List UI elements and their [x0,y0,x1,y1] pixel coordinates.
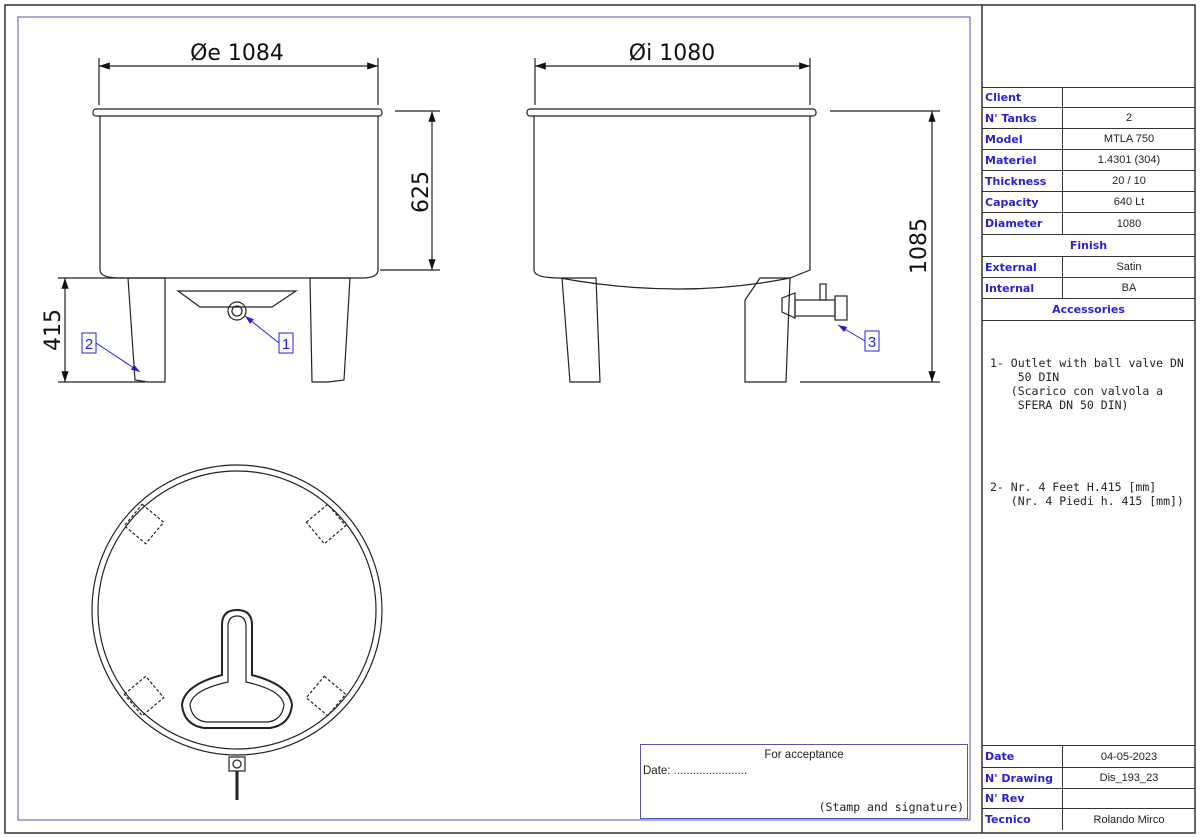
front-view [58,58,440,383]
callout-3: 3 [868,334,876,351]
date-label: Date [982,746,1063,767]
logo-area [982,5,1195,87]
client-value [1063,88,1195,107]
finish-internal-value: BA [1121,282,1137,294]
technician-value: Rolando Mirco [1093,813,1165,826]
outer-diameter-dimension: Øe 1084 [190,41,284,66]
callout-2: 2 [85,336,93,353]
material-value: 1.4301 (304) [1097,154,1161,166]
client-label: Client [982,88,1063,107]
accessory-item: 2- Nr. 4 Feet H.415 [mm] (Nr. 4 Piedi h.… [990,480,1184,508]
model-label: Model [982,129,1063,149]
drawing-number-value: Dis_193_23 [1099,772,1159,784]
sheet-border [4,4,1196,834]
callout-1: 1 [282,336,290,353]
accessories-list: 1- Outlet with ball valve DN 50 DIN (Sca… [990,328,1190,522]
tanks-label: N' Tanks [982,108,1063,128]
inner-diameter-dimension: Øi 1080 [629,41,715,66]
thickness-label: Thickness [982,171,1063,191]
shell-height-dimension: 625 [409,171,434,213]
model-value: MTLA 750 [1103,133,1155,145]
stamp-signature-label: (Stamp and signature) [818,800,964,814]
drawing-number-label: N' Drawing [982,768,1063,788]
total-height-dimension: 1085 [907,218,932,274]
acceptance-title: For acceptance [764,749,844,761]
accessories-header: Accessories [1052,303,1125,316]
material-label: Materiel [982,150,1063,170]
top-view [91,464,383,800]
tanks-value: 2 [1125,112,1133,124]
acceptance-date-field: Date: ....................... [643,765,748,777]
side-view [526,58,940,383]
acceptance-box: For acceptance Date: ...................… [640,744,968,819]
thickness-value: 20 / 10 [1112,175,1146,187]
revision-value [1063,789,1195,808]
leg-height-dimension: 415 [41,309,66,351]
revision-label: N' Rev [982,789,1063,808]
finish-external-label: External [982,257,1063,277]
capacity-label: Capacity [982,192,1063,212]
finish-header: Finish [1069,239,1108,252]
finish-external-value: Satin [1116,261,1142,273]
technician-label: Tecnico [982,809,1063,830]
date-value: 04-05-2023 [1100,750,1158,763]
diameter-value: 1080 [1116,217,1142,230]
finish-internal-label: Internal [982,278,1063,298]
drawing-frame [17,16,971,821]
diameter-label: Diameter [982,213,1063,234]
accessory-item: 1- Outlet with ball valve DN 50 DIN (Sca… [990,356,1184,412]
capacity-value: 640 Lt [1113,196,1145,208]
